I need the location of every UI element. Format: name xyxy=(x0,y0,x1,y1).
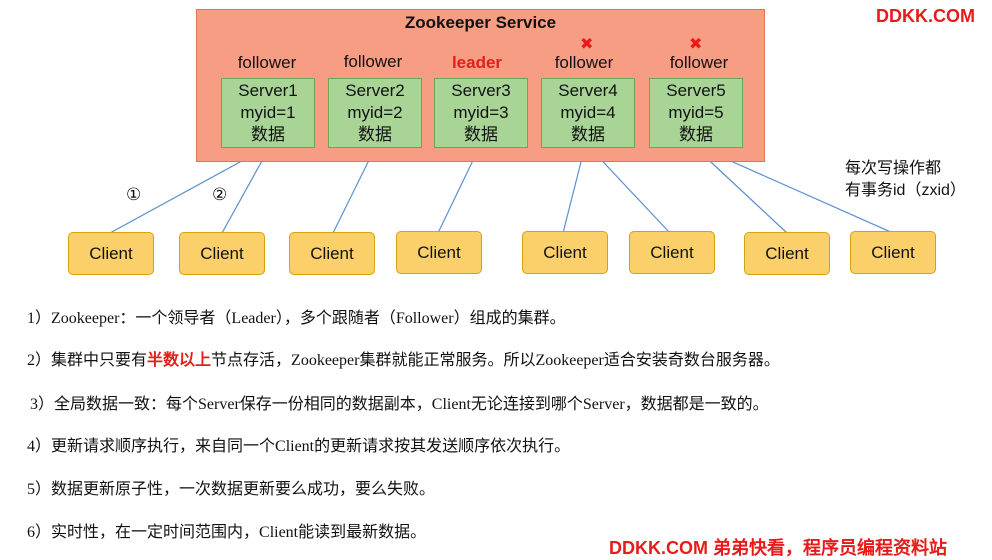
arrow-client7-server5 xyxy=(697,149,788,234)
arrow-client6-server4 xyxy=(591,149,671,234)
zxid-note-line2: 有事务id（zxid） xyxy=(845,182,966,199)
role-label-server3: leader xyxy=(451,53,503,72)
majority-highlight: 半数以上 xyxy=(147,352,212,369)
step-marker-1: ① xyxy=(126,185,142,204)
arrow-client4-server3 xyxy=(437,148,479,234)
role-label-server1: follower xyxy=(237,53,297,72)
zxid-note: 每次写操作都 有事务id（zxid） xyxy=(845,158,966,202)
role-label-server4: follower xyxy=(554,53,614,72)
feature-point-4: 4）更新请求顺序执行，来自同一个Client的更新请求按其发送顺序依次执行。 xyxy=(27,438,571,455)
server-myid: myid=2 xyxy=(347,103,403,122)
client-node: Client xyxy=(629,231,715,274)
server-name: Server3 xyxy=(451,81,511,100)
server-node: Server3 myid=3 数据 xyxy=(434,78,528,148)
client-node: Client xyxy=(522,231,608,274)
arrow-client1-server1 xyxy=(109,149,264,234)
zxid-note-line1: 每次写操作都 xyxy=(845,160,942,177)
server-data: 数据 xyxy=(358,125,392,144)
role-label-server2: follower xyxy=(343,52,403,71)
feature-point-1: 1）Zookeeper：一个领导者（Leader），多个跟随者（Follower… xyxy=(27,310,566,327)
step-marker-2: ② xyxy=(212,185,228,204)
server-myid: myid=1 xyxy=(240,103,296,122)
arrow-client2-server1 xyxy=(221,148,269,234)
arrow-client8-server5 xyxy=(704,149,894,234)
server-node: Server5 myid=5 数据 xyxy=(649,78,743,148)
client-node: Client xyxy=(744,232,830,275)
client-node: Client xyxy=(179,232,265,275)
brand-watermark-top: DDKK.COM xyxy=(876,6,975,26)
server-name: Server2 xyxy=(345,81,405,100)
server-name: Server4 xyxy=(558,81,618,100)
server-data: 数据 xyxy=(251,125,285,144)
role-label-server5: follower xyxy=(669,53,729,72)
server-name: Server5 xyxy=(666,81,726,100)
service-title: Zookeeper Service xyxy=(404,13,557,32)
client-node: Client xyxy=(68,232,154,275)
server-node: Server4 myid=4 数据 xyxy=(541,78,635,148)
brand-watermark-bottom: DDKK.COM 弟弟快看，程序员编程资料站 xyxy=(609,538,947,558)
server-node: Server2 myid=2 数据 xyxy=(328,78,422,148)
feature-point-3: 3）全局数据一致：每个Server保存一份相同的数据副本，Client无论连接到… xyxy=(30,396,769,413)
server-myid: myid=4 xyxy=(560,103,616,122)
feature-point-6: 6）实时性，在一定时间范围内，Client能读到最新数据。 xyxy=(27,524,427,541)
server-myid: myid=3 xyxy=(453,103,509,122)
server-myid: myid=5 xyxy=(668,103,724,122)
client-node: Client xyxy=(396,231,482,274)
server-data: 数据 xyxy=(464,125,498,144)
arrow-client5-server4 xyxy=(562,148,587,234)
server-data: 数据 xyxy=(571,125,605,144)
feature-point-5: 5）数据更新原子性，一次数据更新要么成功，要么失败。 xyxy=(27,481,436,498)
failed-server4-icon: ✖ xyxy=(580,36,594,53)
client-node: Client xyxy=(289,232,375,275)
server-node: Server1 myid=1 数据 xyxy=(221,78,315,148)
server-data: 数据 xyxy=(679,125,713,144)
client-node: Client xyxy=(850,231,936,274)
server-name: Server1 xyxy=(238,81,298,100)
arrow-client3-server2 xyxy=(332,148,375,234)
failed-server5-icon: ✖ xyxy=(689,36,703,53)
feature-point-2: 2）集群中只要有半数以上节点存活，Zookeeper集群就能正常服务。所以Zoo… xyxy=(27,352,780,369)
